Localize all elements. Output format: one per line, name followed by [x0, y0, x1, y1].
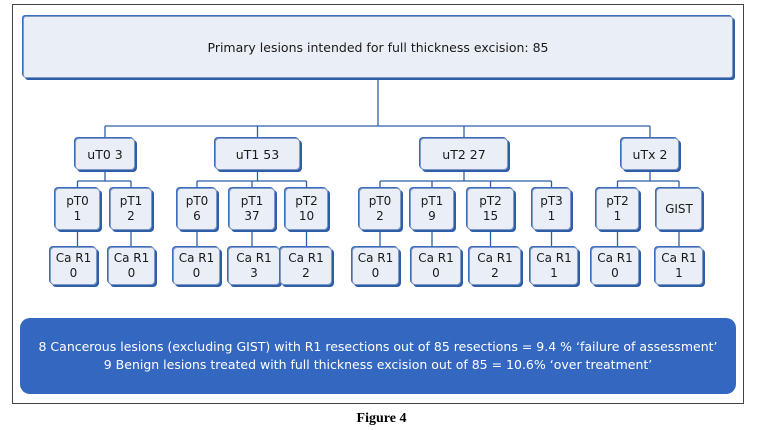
- pathology-label: pT2: [606, 194, 629, 208]
- pathology-count: 2: [376, 209, 384, 223]
- pathology-label: pT1: [420, 194, 444, 208]
- pathology-label: pT2: [295, 194, 318, 208]
- r1-label: Ca R1: [357, 251, 394, 265]
- group-label: uT1 53: [235, 146, 280, 162]
- pathology-count: 1: [73, 209, 82, 223]
- group-label: uT0 3: [87, 146, 123, 162]
- pathology-node: GIST: [656, 188, 702, 230]
- pathology-label: pT1: [119, 194, 143, 208]
- r1-count: 3: [250, 266, 258, 280]
- group-node: uT2 27: [420, 138, 508, 170]
- r1-label: Ca R1: [178, 251, 215, 265]
- group-node: uT1 53: [215, 138, 300, 170]
- r1-label: Ca R1: [661, 251, 697, 265]
- group-node: uTx 2: [621, 138, 679, 170]
- pathology-label: pT0: [368, 194, 392, 208]
- r1-count: 0: [69, 266, 78, 280]
- pathology-label: pT0: [185, 194, 209, 208]
- r1-count: 1: [675, 266, 683, 280]
- r1-count: 0: [192, 266, 201, 280]
- figure-caption: Figure 4: [356, 411, 407, 426]
- pathology-count: 1: [547, 209, 556, 223]
- r1-label: Ca R1: [477, 251, 513, 265]
- pathology-label: pT1: [240, 194, 264, 208]
- figure-frame: [12, 4, 744, 404]
- summary-box: 8 Cancerous lesions (excluding GIST) wit…: [20, 318, 736, 394]
- summary-line-2: 9 Benign lesions treated with full thick…: [103, 357, 653, 372]
- r1-label: Ca R1: [536, 251, 572, 265]
- pathology-label: pT3: [540, 194, 563, 208]
- r1-count: 0: [127, 266, 136, 280]
- r1-label: Ca R1: [55, 251, 92, 265]
- r1-label: Ca R1: [597, 251, 633, 265]
- r1-count: 0: [611, 266, 619, 280]
- r1-label: Ca R1: [113, 251, 150, 265]
- r1-label: Ca R1: [288, 251, 324, 265]
- r1-count: 0: [371, 266, 380, 280]
- pathology-count: 15: [482, 209, 499, 223]
- pathology-count: 37: [244, 209, 260, 223]
- r1-label: Ca R1: [236, 251, 272, 265]
- r1-count: 1: [550, 266, 558, 280]
- pathology-label: GIST: [665, 201, 693, 216]
- r1-count: 0: [432, 266, 440, 280]
- r1-label: Ca R1: [418, 251, 454, 265]
- r1-count: 2: [491, 266, 499, 280]
- r1-count: 2: [302, 266, 310, 280]
- group-label: uTx 2: [632, 146, 668, 162]
- root-node: Primary lesions intended for full thickn…: [23, 16, 733, 78]
- pathology-count: 10: [298, 209, 315, 223]
- pathology-label: pT0: [66, 194, 89, 208]
- group-node: uT0 3: [75, 138, 135, 170]
- summary-line-1: 8 Cancerous lesions (excluding GIST) wit…: [38, 339, 718, 354]
- pathology-count: 9: [428, 209, 436, 223]
- pathology-count: 2: [127, 209, 135, 223]
- pathology-count: 1: [613, 209, 622, 223]
- pathology-label: pT2: [479, 194, 502, 208]
- root-label: Primary lesions intended for full thickn…: [207, 39, 549, 55]
- pathology-count: 6: [193, 209, 201, 223]
- group-label: uT2 27: [442, 146, 486, 162]
